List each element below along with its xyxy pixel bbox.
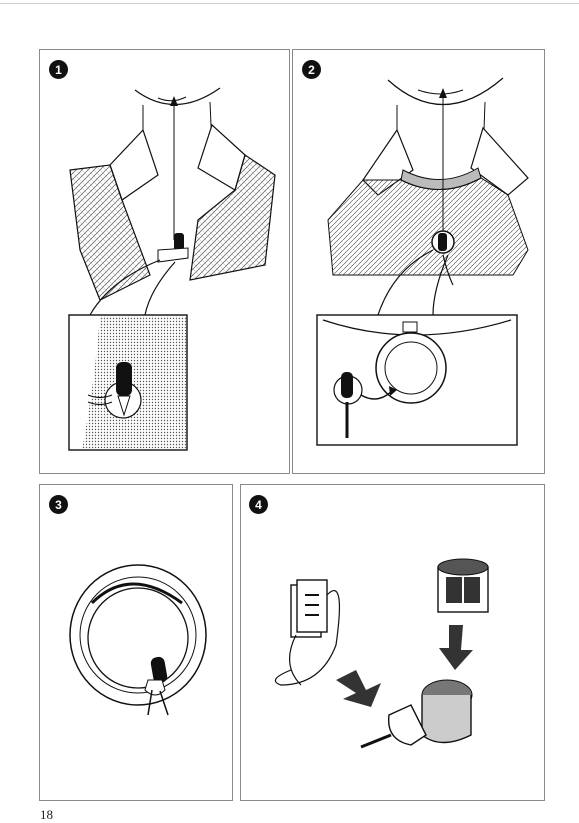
step-1-panel: 1 <box>39 49 290 474</box>
lapel-clip-illustration-icon <box>40 50 290 474</box>
battery-pack-assembly-illustration-icon <box>241 485 545 801</box>
page-top-rule <box>0 3 579 4</box>
cord-loop-illustration-icon <box>40 485 233 801</box>
step-2-panel: 2 <box>292 49 545 474</box>
step-4-panel: 4 <box>240 484 545 801</box>
necklace-cord-illustration-icon <box>293 50 545 474</box>
step-3-panel: 3 <box>39 484 233 801</box>
